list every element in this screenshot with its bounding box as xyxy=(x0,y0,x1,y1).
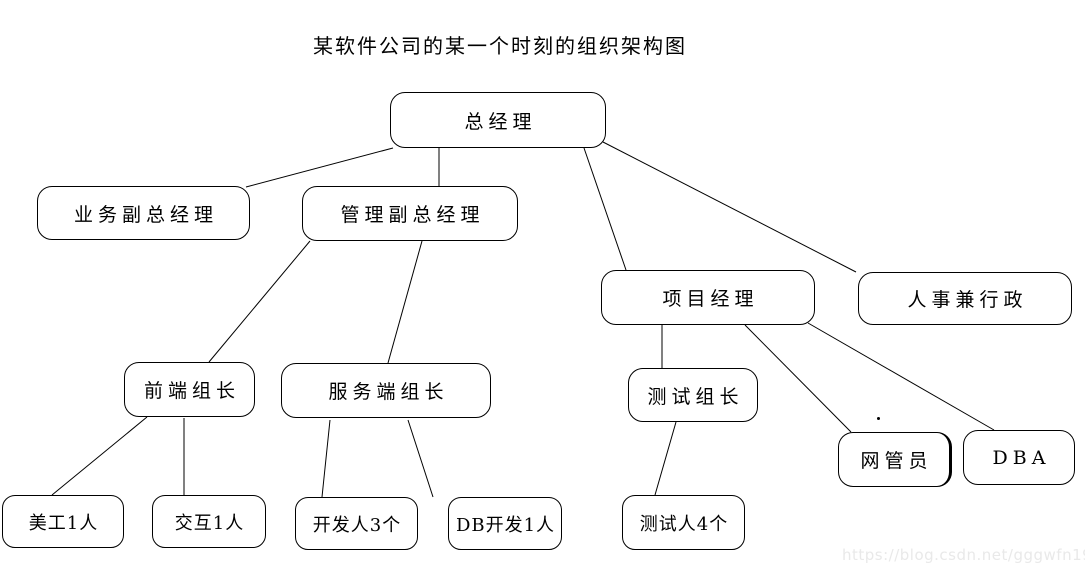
diagram-title: 某软件公司的某一个时刻的组织架构图 xyxy=(313,34,687,58)
node-testers-headcount: 测试人4个 xyxy=(622,495,745,550)
node-server-lead: 服务端组长 xyxy=(281,363,491,418)
csdn-watermark: https://blog.csdn.net/gggwfn1982 xyxy=(842,546,1085,564)
node-developers-headcount: 开发人3个 xyxy=(295,497,418,550)
node-business-deputy-gm: 业务副总经理 xyxy=(37,186,250,240)
node-artist-headcount: 美工1人 xyxy=(2,495,124,548)
node-test-lead: 测试组长 xyxy=(628,368,758,422)
node-interaction-headcount: 交互1人 xyxy=(152,495,266,548)
node-hr-and-admin: 人事兼行政 xyxy=(858,272,1072,325)
node-frontend-lead: 前端组长 xyxy=(124,362,255,417)
node-network-admin: 网管员 xyxy=(838,432,952,487)
node-general-manager: 总经理 xyxy=(390,92,606,148)
node-db-developer-headcount: DB开发1人 xyxy=(448,497,562,550)
node-dba: DBA xyxy=(963,430,1075,485)
node-project-manager: 项目经理 xyxy=(601,270,815,325)
node-management-deputy-gm: 管理副总经理 xyxy=(302,186,518,241)
stray-ink-dot xyxy=(877,417,880,420)
